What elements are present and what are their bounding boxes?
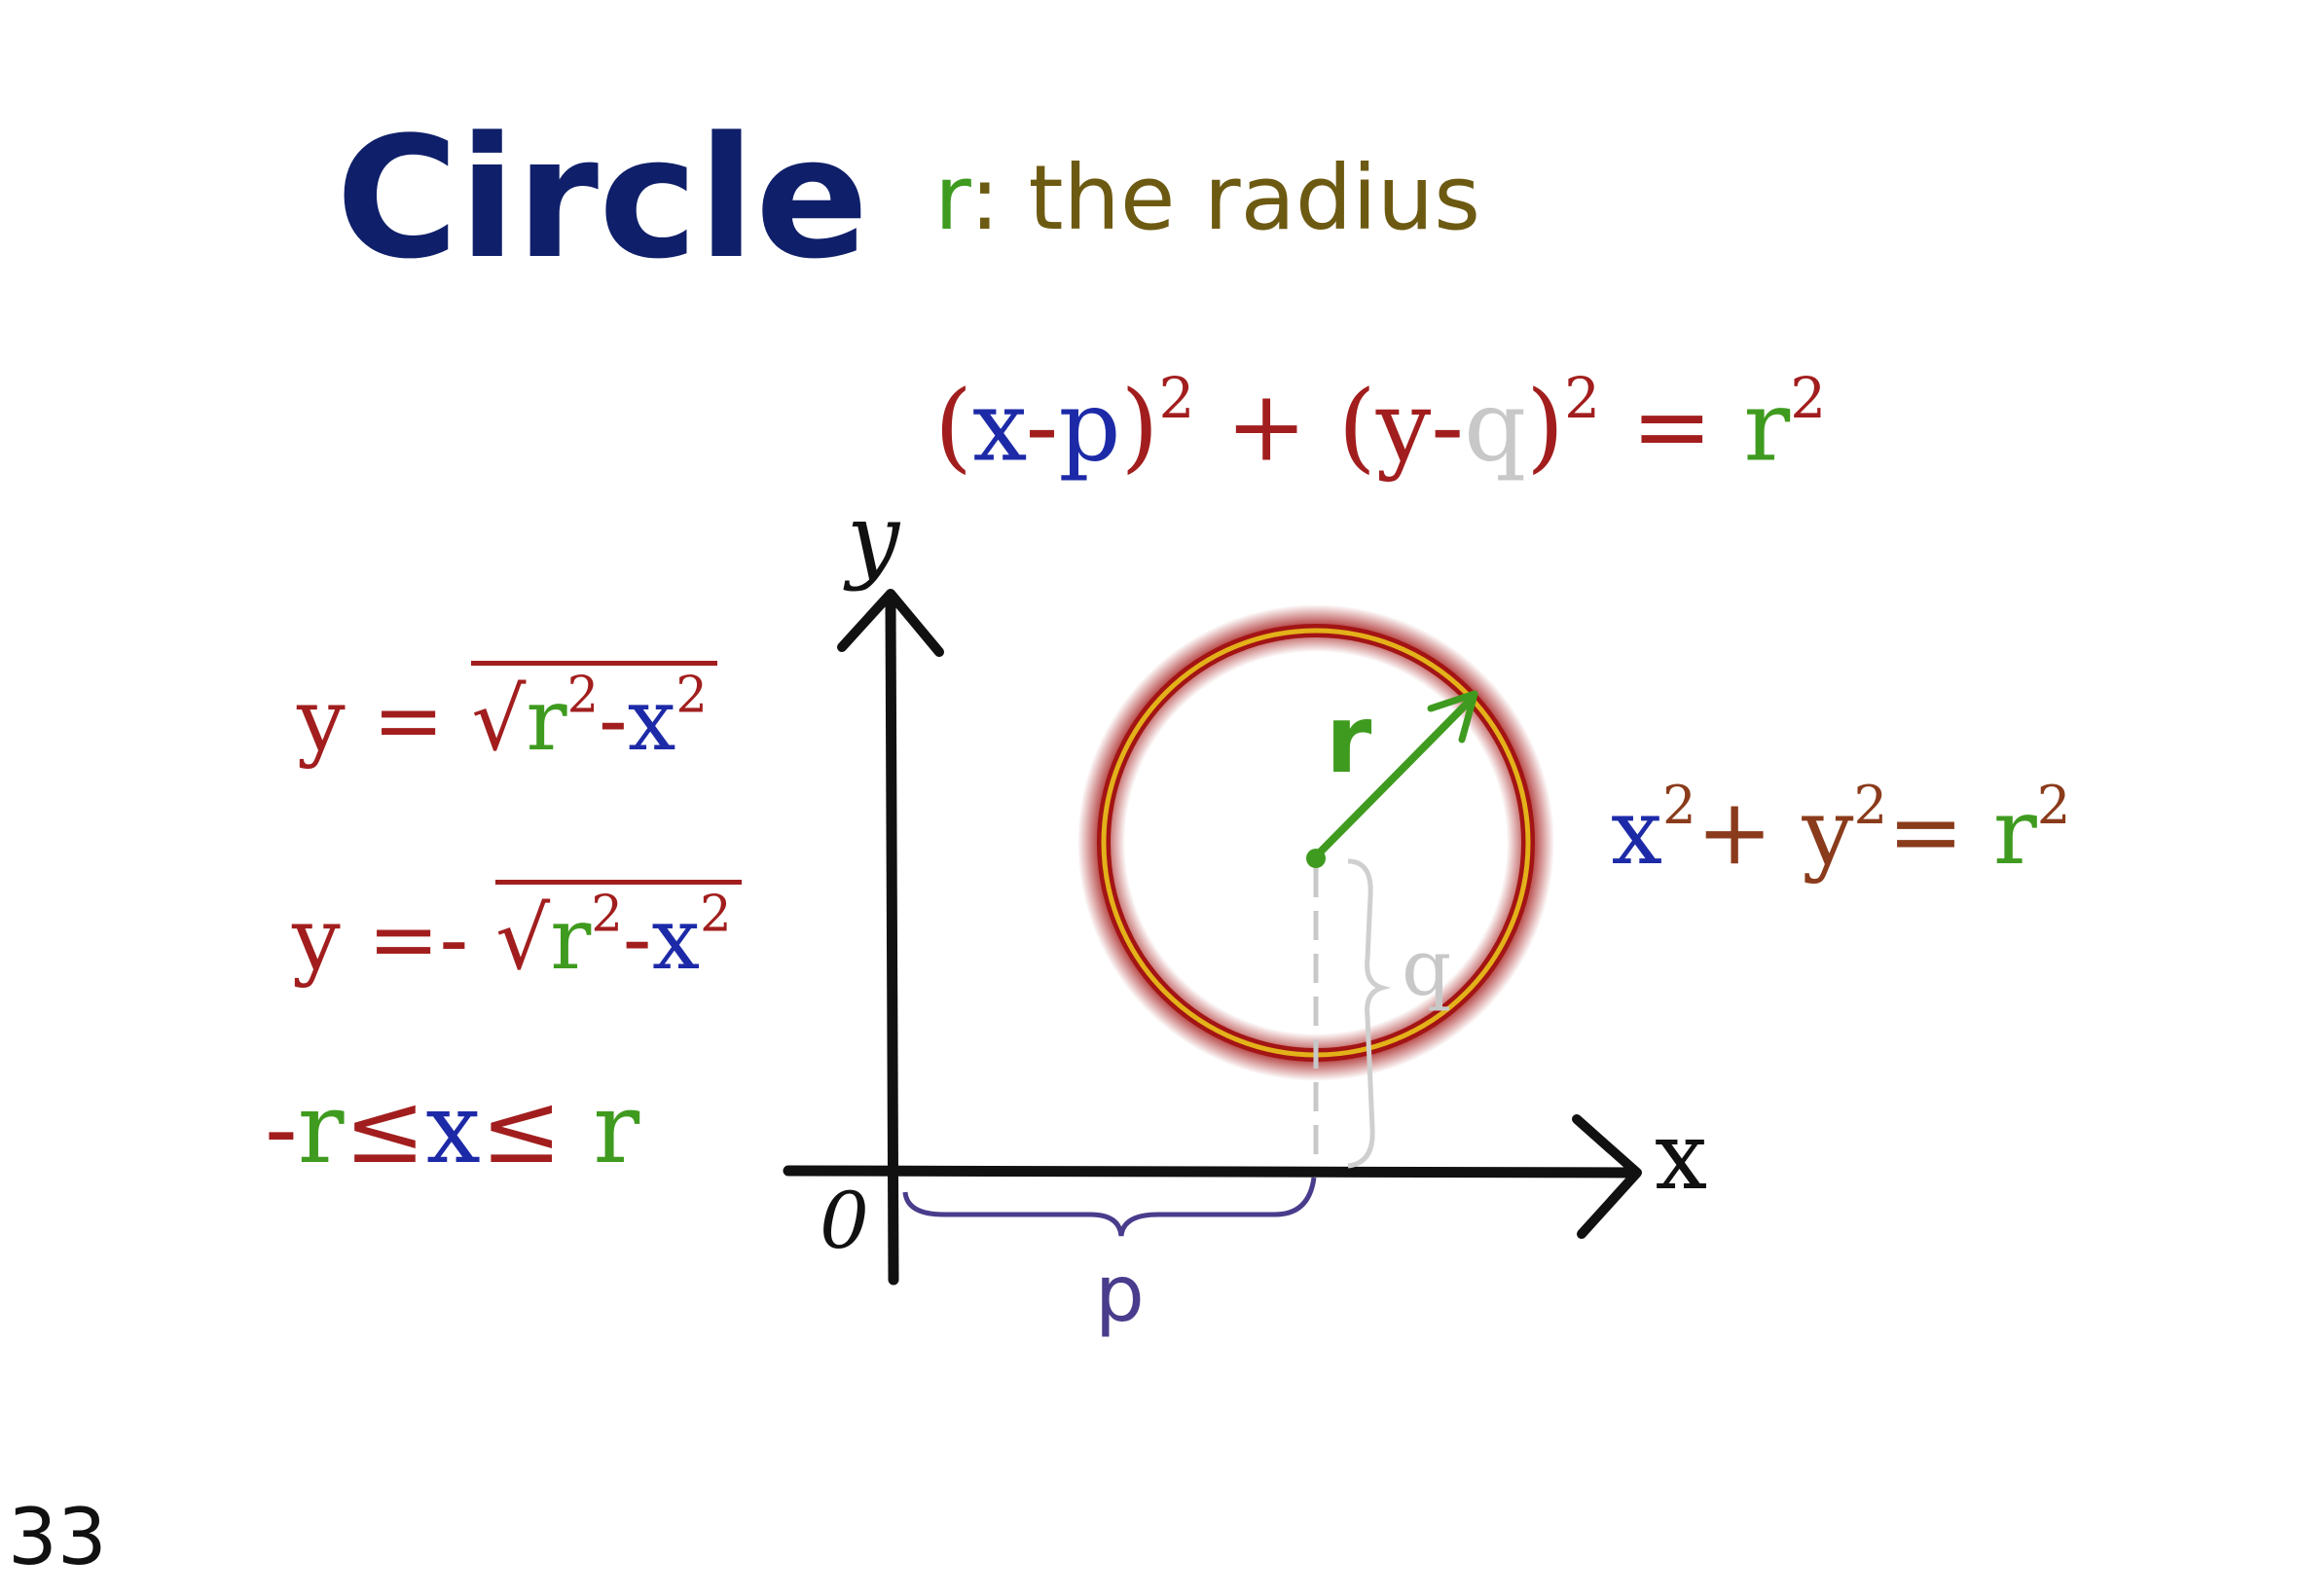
term-x: x	[972, 369, 1026, 484]
origin-eq-exp-3: 2	[2036, 774, 2071, 836]
upper-half-equation: y = √r2-x2	[297, 661, 717, 771]
exponent-2: 2	[1564, 365, 1601, 431]
lower-negative: -	[439, 889, 469, 990]
page-title: Circle	[336, 100, 869, 296]
exponent-3: 2	[1790, 365, 1827, 431]
term-q: q	[1464, 369, 1527, 484]
radius-legend: r: the radius	[934, 154, 1480, 243]
radius-arrow-icon	[1427, 690, 1478, 744]
radius-label: r	[1326, 685, 1372, 794]
domain-r-right: r	[593, 1071, 640, 1185]
origin-eq-plus: +	[1695, 779, 1773, 886]
domain-inequality: -r≤x≤ r	[265, 1080, 639, 1178]
x-axis-arrow-icon	[1572, 1114, 1642, 1239]
origin-eq-y: y	[1802, 779, 1854, 886]
equals-sign: =	[1630, 369, 1713, 484]
domain-x: x	[425, 1071, 481, 1185]
origin-eq-r: r	[1992, 779, 2037, 886]
lower-exp-1: 2	[591, 887, 623, 944]
upper-x: x	[627, 670, 676, 771]
minus-2: -	[1431, 369, 1465, 484]
domain-negative: -	[265, 1071, 298, 1185]
x-axis-line	[783, 1165, 1641, 1179]
origin-eq-exp-1: 2	[1662, 774, 1696, 836]
domain-r-left: r	[297, 1071, 345, 1185]
p-brace	[902, 1177, 1317, 1237]
p-label: p	[1095, 1249, 1145, 1339]
y-axis-arrow-icon	[837, 589, 944, 657]
lower-sqrt-sign: √r2-x2	[495, 880, 742, 990]
upper-sqrt-sign: √r2-x2	[471, 661, 717, 771]
q-label: q	[1402, 923, 1452, 1013]
lower-r: r	[550, 889, 592, 990]
paren-open-1: (	[934, 369, 973, 484]
paren-close-1: )	[1120, 369, 1159, 484]
upper-exp-2: 2	[675, 668, 708, 725]
lower-x: x	[651, 889, 701, 990]
upper-equals: =	[372, 670, 445, 771]
upper-y: y	[297, 670, 346, 771]
q-brace	[1347, 858, 1392, 1169]
plus-sign: +	[1225, 369, 1307, 484]
upper-exp-1: 2	[566, 668, 600, 725]
exponent-1: 2	[1158, 365, 1195, 431]
page-number: 33	[8, 1492, 107, 1582]
origin-eq-equals: =	[1887, 779, 1964, 886]
y-axis-label: y	[847, 484, 900, 593]
term-p: p	[1058, 369, 1121, 484]
lower-y: y	[292, 889, 341, 990]
lower-half-equation: y =- √r2-x2	[292, 880, 742, 990]
origin-circle-equation: x2+ y2= r2	[1611, 779, 2070, 879]
lower-equals: =	[367, 889, 440, 990]
origin-label: 0	[820, 1176, 869, 1266]
legend-text: the radius	[1028, 146, 1481, 250]
upper-r: r	[526, 670, 567, 771]
x-axis-label: x	[1655, 1102, 1708, 1211]
paren-close-2: )	[1526, 369, 1565, 484]
center-point	[1306, 849, 1326, 868]
circle-glow	[1077, 604, 1554, 1081]
term-r: r	[1743, 369, 1791, 484]
upper-minus: -	[599, 670, 628, 771]
legend-separator: :	[969, 146, 1001, 250]
lower-minus: -	[622, 889, 652, 990]
legend-symbol: r	[934, 146, 970, 250]
domain-le-2: ≤	[480, 1071, 563, 1185]
lower-exp-2: 2	[700, 887, 732, 944]
term-y: y	[1375, 369, 1432, 484]
paren-open-2: (	[1337, 369, 1376, 484]
radius-line	[1312, 697, 1474, 860]
origin-eq-exp-2: 2	[1853, 774, 1888, 836]
y-axis-line	[885, 598, 899, 1286]
origin-eq-x: x	[1611, 779, 1663, 886]
minus-1: -	[1025, 369, 1059, 484]
general-circle-equation: (x-p)2 + (y-q)2 = r2	[934, 370, 1826, 476]
domain-le-1: ≤	[344, 1071, 426, 1185]
